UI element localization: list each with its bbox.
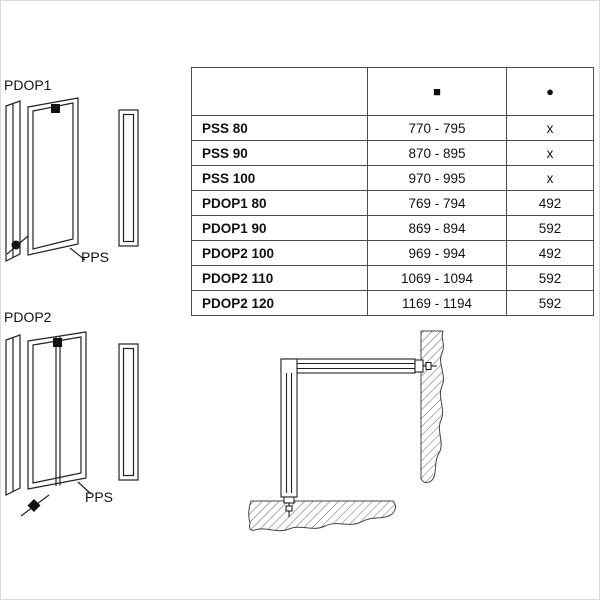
pdop2-open-door — [5, 334, 21, 496]
circle-value: 592 — [506, 215, 594, 241]
circle-value: 592 — [506, 290, 594, 316]
square-value: 770 - 795 — [367, 115, 507, 141]
vertical-profile — [280, 358, 298, 498]
table-row: PSS 80 770 - 795 x — [191, 115, 594, 141]
model-name: PDOP2 110 — [191, 265, 368, 291]
table-row: PDOP1 90 869 - 894 592 — [191, 215, 594, 241]
table-row: PDOP2 120 1169 - 1194 592 — [191, 290, 594, 316]
square-marker-icon — [53, 338, 62, 347]
square-icon: ■ — [367, 67, 507, 116]
pdop2-door-panel — [27, 331, 87, 490]
circle-value: 492 — [506, 190, 594, 216]
circle-marker-icon — [11, 240, 21, 250]
model-name: PSS 100 — [191, 165, 368, 191]
square-value: 970 - 995 — [367, 165, 507, 191]
size-table-grid: ■ ● PSS 80 770 - 795 x PSS 90 870 - 895 … — [191, 67, 594, 316]
table-row: PSS 100 970 - 995 x — [191, 165, 594, 191]
header-blank-cell — [191, 67, 368, 116]
model-name: PDOP2 120 — [191, 290, 368, 316]
model-name: PDOP2 100 — [191, 240, 368, 266]
circle-value: x — [506, 165, 594, 191]
pdop1-door-panel — [27, 97, 79, 256]
diagram-pdop2-pps-label: PPS — [85, 489, 114, 505]
square-value: 869 - 894 — [367, 215, 507, 241]
diagram-pdop1-pps-label: PPS — [81, 249, 110, 265]
corner-drawing — [248, 330, 444, 532]
pdop2-pps-panel — [118, 343, 139, 481]
diagram-pdop2-label: PDOP2 — [4, 309, 52, 325]
horizontal-profile — [280, 358, 416, 374]
wall-anchor — [414, 359, 424, 373]
table-row: PDOP2 100 969 - 994 492 — [191, 240, 594, 266]
model-name: PDOP1 90 — [191, 215, 368, 241]
table-header-row: ■ ● — [191, 67, 594, 116]
diagram-pdop1: PDOP1 PPS — [1, 77, 161, 282]
pdop1-drawing — [5, 97, 139, 262]
square-marker-icon — [51, 104, 60, 113]
table-row: PSS 90 870 - 895 x — [191, 140, 594, 166]
diagram-pdop1-label: PDOP1 — [4, 77, 52, 93]
square-value: 1069 - 1094 — [367, 265, 507, 291]
floor-anchor — [283, 496, 295, 504]
pdop1-open-door — [5, 100, 21, 262]
circle-icon: ● — [506, 67, 594, 116]
circle-value: 592 — [506, 265, 594, 291]
pdop1-pps-panel — [118, 109, 139, 247]
diamond-marker-icon — [27, 499, 41, 512]
size-table: ■ ● PSS 80 770 - 795 x PSS 90 870 - 895 … — [191, 67, 594, 316]
diagram-pdop2: PDOP2 PPS — [1, 309, 161, 524]
diagram-corner-installation — [241, 327, 471, 557]
pdop2-drawing — [5, 331, 139, 517]
square-value: 1169 - 1194 — [367, 290, 507, 316]
model-name: PSS 90 — [191, 140, 368, 166]
circle-value: x — [506, 115, 594, 141]
circle-value: x — [506, 140, 594, 166]
floor-section — [248, 500, 396, 532]
square-value: 769 - 794 — [367, 190, 507, 216]
table-row: PDOP2 110 1069 - 1094 592 — [191, 265, 594, 291]
model-name: PSS 80 — [191, 115, 368, 141]
table-row: PDOP1 80 769 - 794 492 — [191, 190, 594, 216]
square-value: 969 - 994 — [367, 240, 507, 266]
square-value: 870 - 895 — [367, 140, 507, 166]
circle-value: 492 — [506, 240, 594, 266]
wall-section — [420, 330, 444, 484]
model-name: PDOP1 80 — [191, 190, 368, 216]
